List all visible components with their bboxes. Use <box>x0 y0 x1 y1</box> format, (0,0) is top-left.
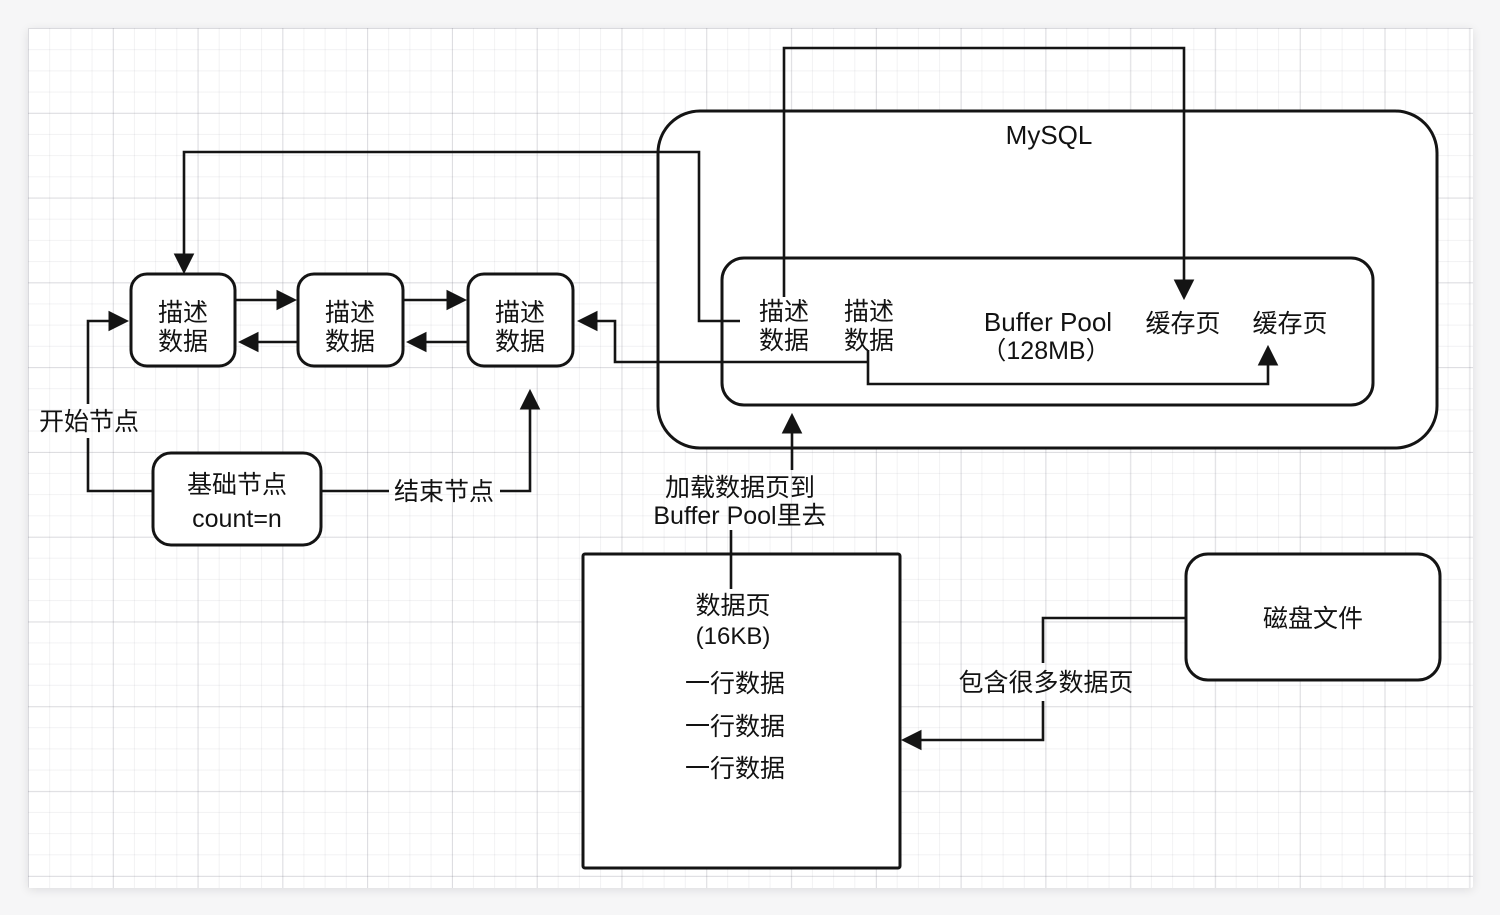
desc-data-box-2 <box>296 272 405 368</box>
desc-box3-line1: 描述 <box>495 299 545 327</box>
load-to-bp-label-line1: 加载数据页到 <box>665 474 815 502</box>
edge-base-to-box1-seg1 <box>86 438 153 493</box>
cache-page-label-1: 缓存页 <box>1145 310 1220 338</box>
contains-pages-label: 包含很多数据页 <box>958 669 1133 697</box>
base-node-line1: 基础节点 <box>187 471 287 499</box>
edge-bpdesc2-to-cachepage2 <box>866 344 1279 386</box>
edge-bpdesc2-to-chainbox3 <box>576 310 868 364</box>
desc-box3-line2: 数据 <box>495 328 545 356</box>
data-page-box <box>581 552 902 870</box>
bp-desc2-line1: 描述 <box>844 298 894 326</box>
data-page-row-2: 一行数据 <box>685 713 785 741</box>
mysql-title: MySQL <box>1006 120 1093 150</box>
desc-data-box-3 <box>466 272 575 368</box>
end-node-label: 结束节点 <box>394 478 494 506</box>
edge-bpdesc1-to-cachepage1 <box>782 46 1195 301</box>
desc-box2-line1: 描述 <box>325 299 375 327</box>
buffer-pool-title: Buffer Pool <box>984 307 1112 337</box>
edge-disk-to-datapage-seg1 <box>1041 616 1186 663</box>
data-page-row-3: 一行数据 <box>685 755 785 783</box>
edge-base-to-box1-seg2 <box>86 310 130 404</box>
desc-box1-line2: 数据 <box>158 328 208 356</box>
edge-base-to-box3-seg2 <box>500 388 541 493</box>
bp-desc2-line2: 数据 <box>844 327 894 355</box>
bp-desc1-line1: 描述 <box>759 298 809 326</box>
load-to-bp-label-line2: Buffer Pool里去 <box>653 502 826 530</box>
base-node-box <box>151 451 323 547</box>
data-page-row-1: 一行数据 <box>685 670 785 698</box>
start-node-label: 开始节点 <box>39 408 139 436</box>
edge-disk-to-datapage-seg2 <box>900 701 1045 751</box>
data-page-title: 数据页 <box>695 592 770 620</box>
buffer-pool-size: （128MB） <box>981 337 1110 365</box>
cache-page-label-2: 缓存页 <box>1252 310 1327 338</box>
desc-box2-line2: 数据 <box>325 328 375 356</box>
data-page-size: (16KB) <box>696 623 771 650</box>
base-node-count: count=n <box>192 505 282 533</box>
disk-file-label: 磁盘文件 <box>1263 605 1363 633</box>
edge-bpdesc1-to-chainbox1 <box>173 150 740 323</box>
buffer-pool-box <box>720 256 1375 407</box>
bp-desc1-line2: 数据 <box>759 327 809 355</box>
desc-box1-line1: 描述 <box>158 299 208 327</box>
